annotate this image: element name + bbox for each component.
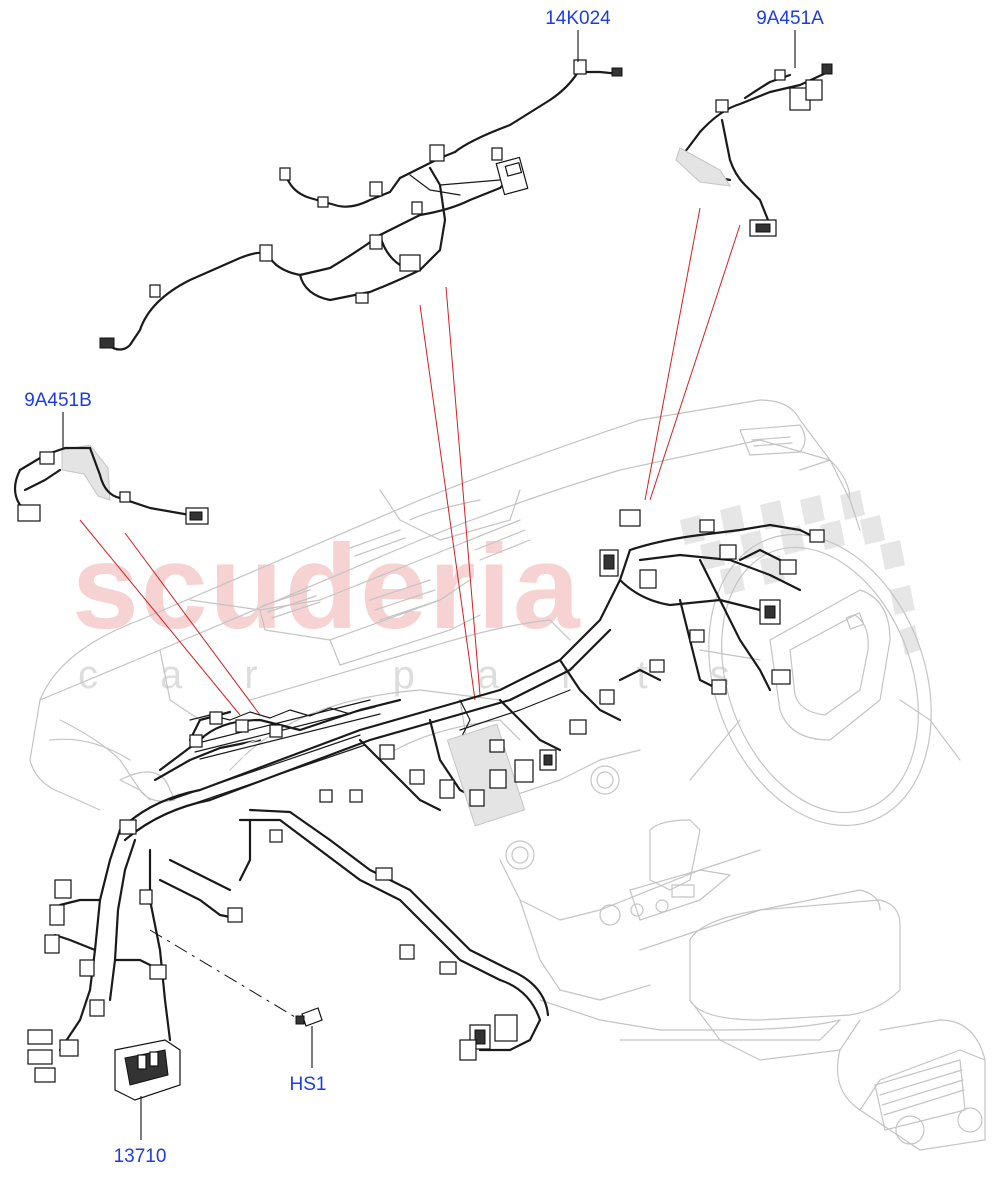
reference-line-9a451a-b	[649, 224, 741, 501]
callout-leaders	[62, 30, 796, 1140]
checkered-flag-icon	[680, 490, 920, 655]
callout-14k024[interactable]: 14K024	[545, 8, 611, 29]
callout-9a451b[interactable]: 9A451B	[24, 390, 92, 411]
main-instrument-harness[interactable]	[53, 523, 822, 1052]
harness-14k024[interactable]	[99, 59, 623, 351]
callout-9a451a[interactable]: 9A451A	[756, 8, 824, 29]
harness-9a451a[interactable]	[675, 63, 833, 237]
assembly-dash-line	[149, 929, 301, 1021]
callout-labels: 14K024 9A451A 9A451B HS1 13710	[24, 8, 824, 1167]
reference-line-9a451b-b	[124, 532, 261, 716]
harness-9a451b[interactable]	[13, 444, 209, 525]
callout-hs1[interactable]: HS1	[290, 1074, 327, 1095]
steering-wheel-outline	[689, 533, 961, 827]
watermark-tagline: car parts	[78, 653, 792, 697]
reference-line-9a451b-a	[79, 519, 241, 716]
reference-line-14k024-b	[445, 286, 481, 696]
reference-line-14k024-a	[419, 304, 476, 701]
module-13710[interactable]	[114, 1039, 181, 1101]
reference-lines	[79, 207, 741, 716]
fastener-hs1[interactable]	[149, 929, 323, 1027]
main-harness-connectors	[27, 509, 825, 1083]
reference-line-9a451a-a	[644, 207, 701, 501]
callout-13710[interactable]: 13710	[114, 1146, 167, 1167]
